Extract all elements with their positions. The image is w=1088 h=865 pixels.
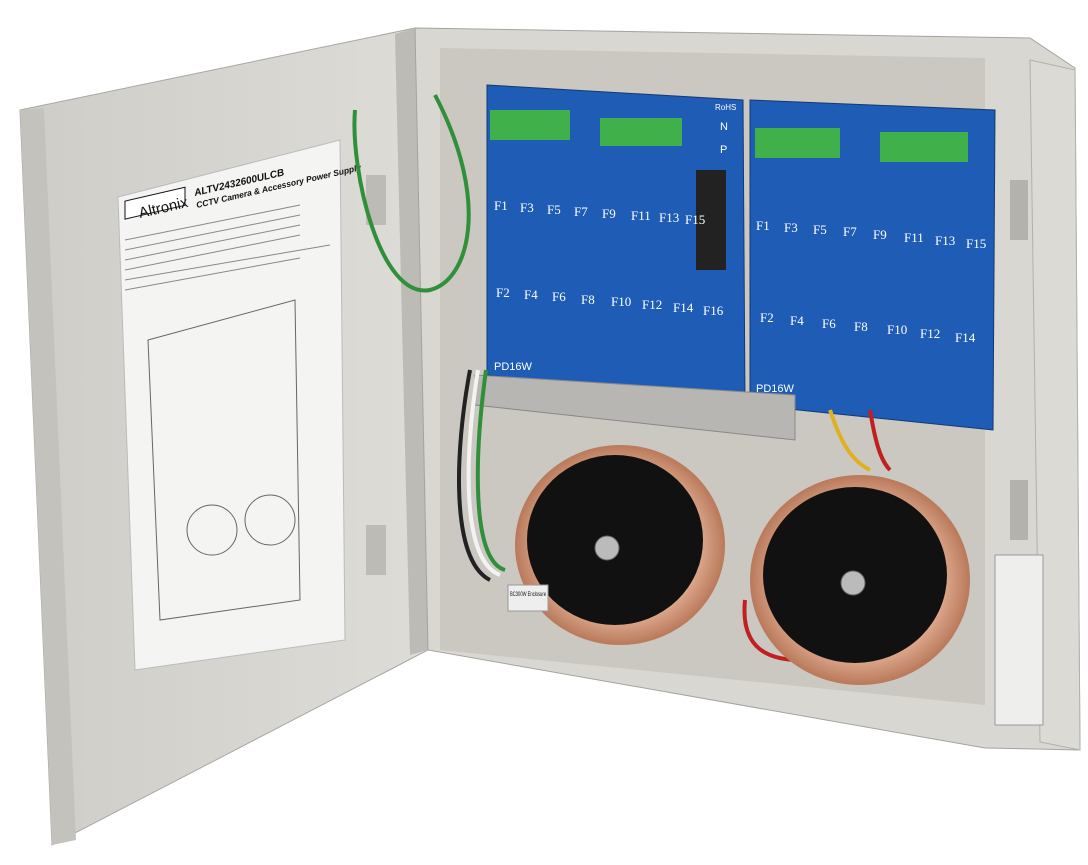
terminal-block (755, 128, 840, 158)
board-name: PD16W (494, 361, 533, 373)
door-label: Altronix ALTV2432600ULCB CCTV Camera & A… (117, 139, 363, 671)
toroidal-transformer-right (750, 475, 970, 685)
fuse-label: F11 (631, 208, 651, 223)
fuse-label: F8 (581, 292, 595, 307)
rohs-mark: RoHS (715, 103, 736, 112)
toroidal-transformer-left (515, 445, 725, 645)
fuse-label: F3 (784, 220, 798, 235)
fuse-label: F7 (574, 204, 588, 219)
fuse-label: F10 (611, 294, 631, 309)
fuse-label: F2 (760, 310, 774, 325)
fuse-label: F1 (494, 198, 508, 213)
fuse-label: F6 (552, 289, 566, 304)
board-left: RoHS N P F1 F3 F5 F7 F9 F11 F13 F15 F2 F… (486, 84, 746, 406)
terminal-block (880, 132, 968, 162)
fuse-label: F13 (659, 210, 679, 225)
fuse-label: F12 (920, 326, 940, 341)
board-right: F1 F3 F5 F7 F9 F11 F13 F15 F2 F4 F6 F8 F… (749, 99, 996, 431)
fuse-label: F11 (904, 230, 924, 245)
power-terminal (696, 170, 726, 270)
fuse-label: F1 (756, 218, 770, 233)
door-vent-holes (366, 175, 386, 575)
fuse-label: F4 (790, 313, 804, 328)
terminal-block (490, 110, 570, 140)
fuse-label: F2 (496, 285, 510, 300)
n-mark: N (720, 121, 728, 133)
fuse-label: F3 (520, 200, 534, 215)
fuse-label: F9 (602, 206, 616, 221)
fuse-label: F5 (547, 202, 561, 217)
fuse-label: F13 (935, 233, 955, 248)
side-vent-holes (1010, 180, 1028, 540)
fuse-label: F15 (685, 212, 705, 227)
p-mark: P (720, 144, 727, 156)
fuse-label: F14 (673, 300, 694, 315)
fuse-label: F16 (703, 303, 724, 318)
side-label (994, 554, 1044, 726)
fuse-label: F9 (873, 227, 887, 242)
fuse-label: F10 (887, 322, 907, 337)
fuse-label: F15 (966, 236, 986, 251)
wires (456, 369, 892, 662)
fuse-label: F6 (822, 316, 836, 331)
enclosure-model: BC300W Enclosure (510, 592, 546, 598)
fuse-label: F4 (524, 287, 538, 302)
fuse-label: F8 (854, 319, 868, 334)
terminal-block (600, 118, 682, 146)
ground-wire (352, 94, 471, 293)
board-name: PD16W (756, 383, 795, 395)
fuse-label: F12 (642, 297, 662, 312)
fuse-label: F5 (813, 222, 827, 237)
fuse-label: F14 (955, 330, 976, 345)
enclosure-tag (507, 584, 549, 612)
fuse-label: F7 (843, 224, 857, 239)
